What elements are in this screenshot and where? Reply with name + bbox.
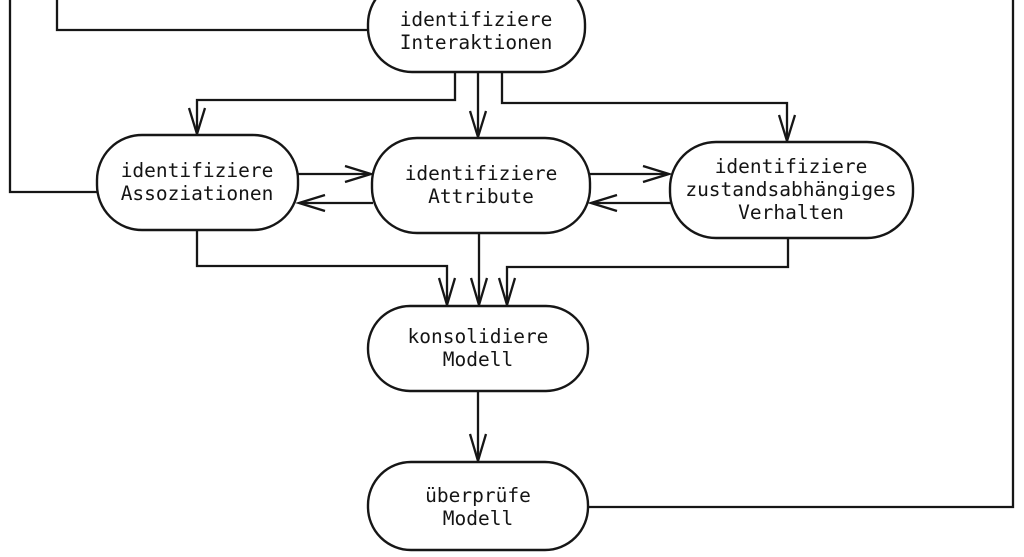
edge-feedback-to-interaktionen (55, 0, 368, 32)
node-identifiziere-attribute: identifiziere Attribute (370, 136, 592, 235)
node-label-verhalten-line3: Verhalten (738, 201, 844, 224)
edge-feedback-to-assoziationen (8, 0, 97, 194)
arrowhead-left-attribute (587, 193, 618, 213)
edge-ueberpruefe-feedback (588, 0, 1015, 509)
node-label-interaktionen-line2: Interaktionen (400, 31, 553, 54)
node-shape-attribute (370, 136, 592, 235)
node-label-verhalten-line2: zustandsabhängiges (685, 178, 896, 201)
edge-interaktionen-verhalten (500, 72, 789, 140)
node-identifiziere-interaktionen: identifiziere Interaktionen (366, 0, 587, 74)
node-identifiziere-assoziationen: identifiziere Assoziationen (95, 133, 300, 232)
node-shape-assoziationen (95, 133, 300, 232)
node-shape-verhalten (668, 140, 915, 240)
node-label-verhalten-line1: identifiziere (715, 155, 868, 178)
node-shape-ueberpruefe (366, 460, 590, 552)
node-konsolidiere-modell: konsolidiere Modell (366, 304, 590, 393)
node-shape-konsolidiere (366, 304, 590, 393)
edge-verhalten-konsolidiere (505, 238, 790, 303)
edge-assoziationen-konsolidiere (195, 230, 449, 303)
node-label-konsolidiere-line1: konsolidiere (408, 325, 549, 348)
node-identifiziere-zustandsabhaengiges-verhalten: identifiziere zustandsabhängiges Verhalt… (668, 140, 915, 240)
node-shape-interaktionen (366, 0, 587, 74)
arrowhead-right-verhalten (642, 164, 673, 184)
node-label-attribute-line2: Attribute (428, 185, 534, 208)
node-ueberpruefe-modell: überprüfe Modell (366, 460, 590, 552)
node-label-interaktionen-line1: identifiziere (400, 8, 553, 31)
node-label-assoziationen-line2: Assoziationen (121, 182, 274, 205)
edge-interaktionen-assoziationen (195, 72, 457, 133)
node-label-konsolidiere-line2: Modell (443, 348, 513, 371)
node-label-assoziationen-line1: identifiziere (121, 159, 274, 182)
node-label-attribute-line1: identifiziere (405, 162, 558, 185)
node-label-ueberpruefe-line1: überprüfe (425, 484, 531, 507)
arrowhead-left-assoziationen (295, 193, 326, 213)
node-label-ueberpruefe-line2: Modell (443, 507, 513, 530)
arrowhead-right-attribute (344, 164, 375, 184)
